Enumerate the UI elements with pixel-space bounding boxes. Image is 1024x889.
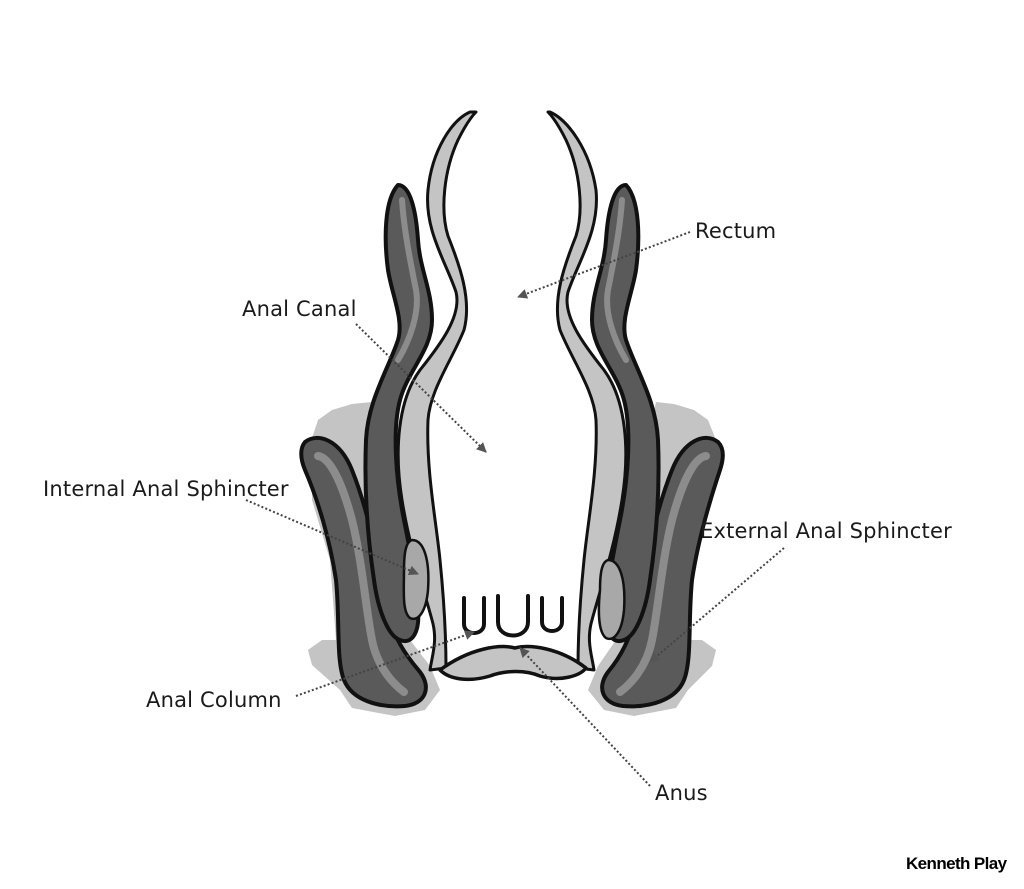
label-anal-column: Anal Column: [146, 688, 282, 712]
label-internal-anal-sphincter: Internal Anal Sphincter: [43, 477, 289, 501]
anal-opening: [438, 644, 588, 682]
label-external-anal-sphincter: External Anal Sphincter: [700, 519, 952, 543]
left-mucosa: [396, 110, 478, 672]
left-internal-sphincter: [402, 538, 430, 621]
leader-internal-anal-sphincter: [245, 499, 419, 576]
label-rectum: Rectum: [695, 219, 776, 243]
brand-logo: Kenneth Play: [906, 854, 1008, 873]
anal-column-3: [540, 596, 564, 633]
leader-anal-canal: [355, 323, 487, 453]
label-anal-canal: Anal Canal: [242, 297, 357, 321]
anal-column-2: [496, 594, 530, 638]
leader-lines: [245, 231, 785, 787]
anal-column-1: [462, 596, 486, 635]
right-wall: [546, 110, 725, 716]
left-wall: [299, 110, 478, 716]
anal-columns: [462, 594, 564, 638]
leader-rectum: [517, 231, 691, 299]
label-anus: Anus: [655, 781, 708, 805]
right-internal-sphincter: [597, 558, 626, 641]
